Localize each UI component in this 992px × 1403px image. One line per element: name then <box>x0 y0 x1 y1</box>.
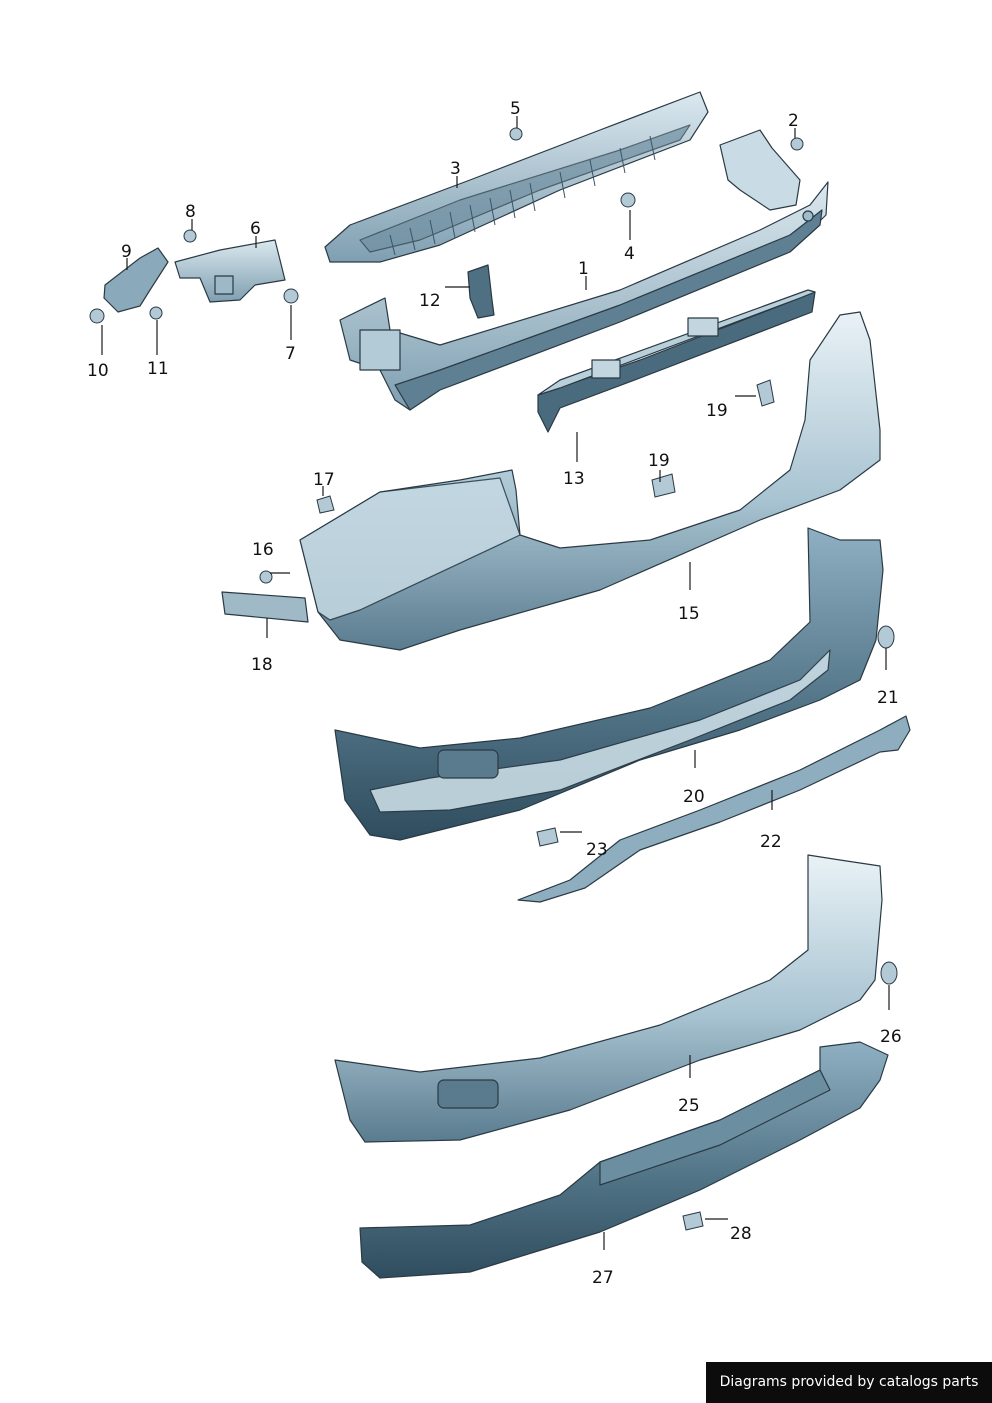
part-26-cap-icon <box>880 961 898 985</box>
part-10-nut-icon <box>89 308 105 324</box>
callout-4: 4 <box>624 244 635 264</box>
part-17-clip-icon <box>316 495 335 514</box>
part-4-nut-icon <box>620 192 636 208</box>
callout-22: 22 <box>760 832 782 852</box>
callout-28: 28 <box>730 1224 752 1244</box>
part-22-trim-strip <box>517 715 911 903</box>
callout-5: 5 <box>510 99 521 119</box>
callout-11: 11 <box>147 359 169 379</box>
part-6-side-bracket <box>174 239 286 303</box>
callout-19-center: 19 <box>648 451 670 471</box>
callout-3: 3 <box>450 159 461 179</box>
callout-25: 25 <box>678 1096 700 1116</box>
callout-numbers: 1 2 3 4 5 6 7 8 9 10 11 12 13 15 16 17 1… <box>87 99 902 1288</box>
part-5-screw-icon <box>509 127 523 141</box>
callout-17: 17 <box>313 470 335 490</box>
fastener-icons <box>89 127 898 1231</box>
callout-20: 20 <box>683 787 705 807</box>
callout-10: 10 <box>87 361 109 381</box>
part-12-bracket <box>467 264 495 319</box>
part-25-lower-bumper <box>334 854 883 1143</box>
part-2-screw-icon <box>790 137 804 151</box>
part-1-impact-beam <box>339 129 829 411</box>
callout-7: 7 <box>285 344 296 364</box>
part-9-side-guide <box>103 247 169 313</box>
callout-13: 13 <box>563 469 585 489</box>
footer-credit: Diagrams provided by catalogs parts <box>706 1362 992 1403</box>
callout-27: 27 <box>592 1268 614 1288</box>
callout-9: 9 <box>121 242 132 262</box>
part-16-screw-icon <box>259 570 273 584</box>
part-19-clip-icon <box>756 379 775 407</box>
callout-1: 1 <box>578 259 589 279</box>
part-15-bumper-cover <box>299 311 881 651</box>
callout-6: 6 <box>250 219 261 239</box>
part-18-reflector <box>221 591 309 623</box>
part-27-diffuser <box>359 1041 889 1279</box>
part-20-lower-bumper <box>334 527 884 841</box>
part-8-screw-icon <box>183 229 197 243</box>
part-7-nut-icon <box>283 288 299 304</box>
callout-19-right: 19 <box>706 401 728 421</box>
part-23-clip-icon <box>536 827 559 847</box>
callout-21: 21 <box>877 688 899 708</box>
callout-15: 15 <box>678 604 700 624</box>
part-13-energy-absorber <box>537 289 816 433</box>
callout-2: 2 <box>788 111 799 131</box>
callout-16: 16 <box>252 540 274 560</box>
callout-8: 8 <box>185 202 196 222</box>
leader-lines <box>101 116 890 1250</box>
callout-26: 26 <box>880 1027 902 1047</box>
part-19b-clip-icon <box>651 473 676 498</box>
part-28-clip-icon <box>682 1211 704 1231</box>
part-11-screw-icon <box>149 306 163 320</box>
callout-23: 23 <box>586 840 608 860</box>
part-21-cap-icon <box>877 625 895 649</box>
part-3-guide-bracket <box>324 91 709 263</box>
callout-12: 12 <box>419 291 441 311</box>
callout-18: 18 <box>251 655 273 675</box>
